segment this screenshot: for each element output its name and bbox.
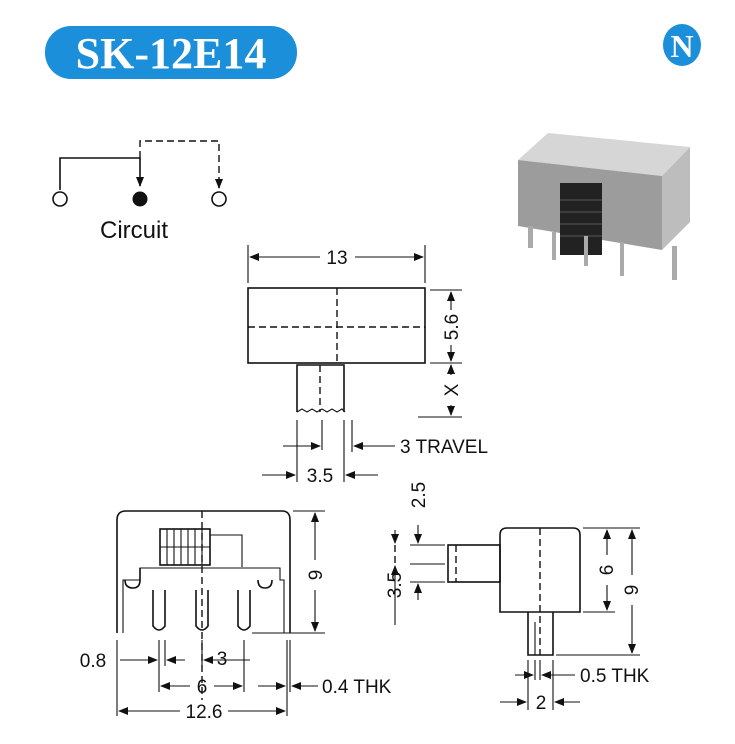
dim-pin-thickness: 0.5 THK	[580, 666, 650, 687]
model-badge: SK-12E14	[45, 26, 297, 79]
dim-total-height: 9	[622, 585, 643, 596]
dim-actuator-width: 3.5	[307, 466, 333, 487]
front-view: 9 0.8 3 6 0.4 THK 12.6	[80, 510, 392, 723]
dim-travel: 3 TRAVEL	[400, 437, 488, 458]
dim-pin-span: 6	[197, 677, 208, 698]
top-view: 13 5.6 X 3 TRAVEL 3.5	[247, 245, 488, 487]
circuit-diagram: Circuit	[52, 140, 227, 244]
dim-actuator-offset: 3.5	[385, 572, 406, 598]
dim-body-height: 6	[597, 565, 618, 576]
model-title: SK-12E14	[76, 29, 267, 78]
dim-pin-width: 0.8	[80, 651, 106, 672]
dim-front-height: 9	[306, 570, 327, 581]
dim-overall: 12.6	[186, 702, 223, 723]
brand-logo: N	[663, 24, 701, 66]
dim-width: 13	[326, 248, 347, 269]
dim-pin-pitch: 3	[217, 649, 228, 670]
dim-actuator-x: X	[442, 383, 463, 396]
dim-thickness: 0.4 THK	[322, 677, 392, 698]
dim-actuator-height: 2.5	[409, 482, 430, 508]
side-view: 2.5 3.5 6 9 0.5 THK 2	[385, 482, 650, 714]
dim-height: 5.6	[442, 314, 463, 340]
product-photo	[518, 133, 690, 280]
dim-side-pin-width: 2	[536, 693, 547, 714]
circuit-label: Circuit	[100, 217, 168, 244]
logo-letter: N	[670, 28, 693, 64]
